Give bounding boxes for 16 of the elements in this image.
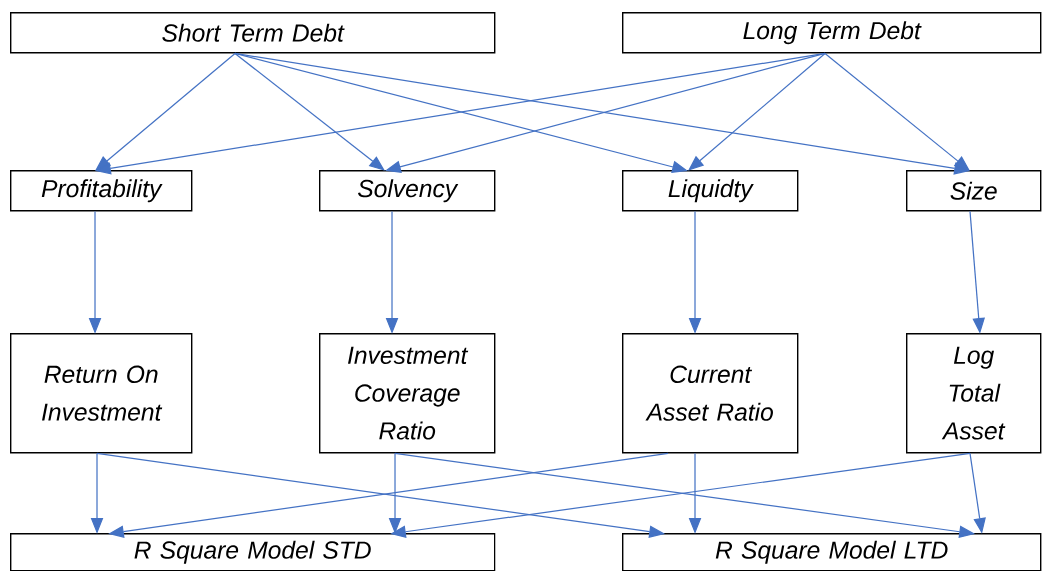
variable-box: Long Term Debt: [622, 12, 1042, 54]
arrow: [234, 52, 385, 171]
variable-box: Size: [906, 170, 1042, 212]
indicator-box: Log Total Asset: [906, 333, 1042, 454]
variable-box: Solvency: [319, 170, 496, 212]
model-box: R Square Model STD: [10, 533, 496, 571]
model-box: R Square Model LTD: [622, 533, 1042, 571]
variable-box: Short Term Debt: [10, 12, 496, 54]
variable-box: Liquidty: [622, 170, 799, 212]
variable-box: Profitability: [10, 170, 193, 212]
arrow: [688, 52, 826, 171]
arrow: [95, 52, 236, 171]
indicator-box: Return On Investment: [10, 333, 193, 454]
indicator-box: Investment Coverage Ratio: [319, 333, 496, 454]
indicator-box: Current Asset Ratio: [622, 333, 799, 454]
arrow: [824, 52, 970, 171]
